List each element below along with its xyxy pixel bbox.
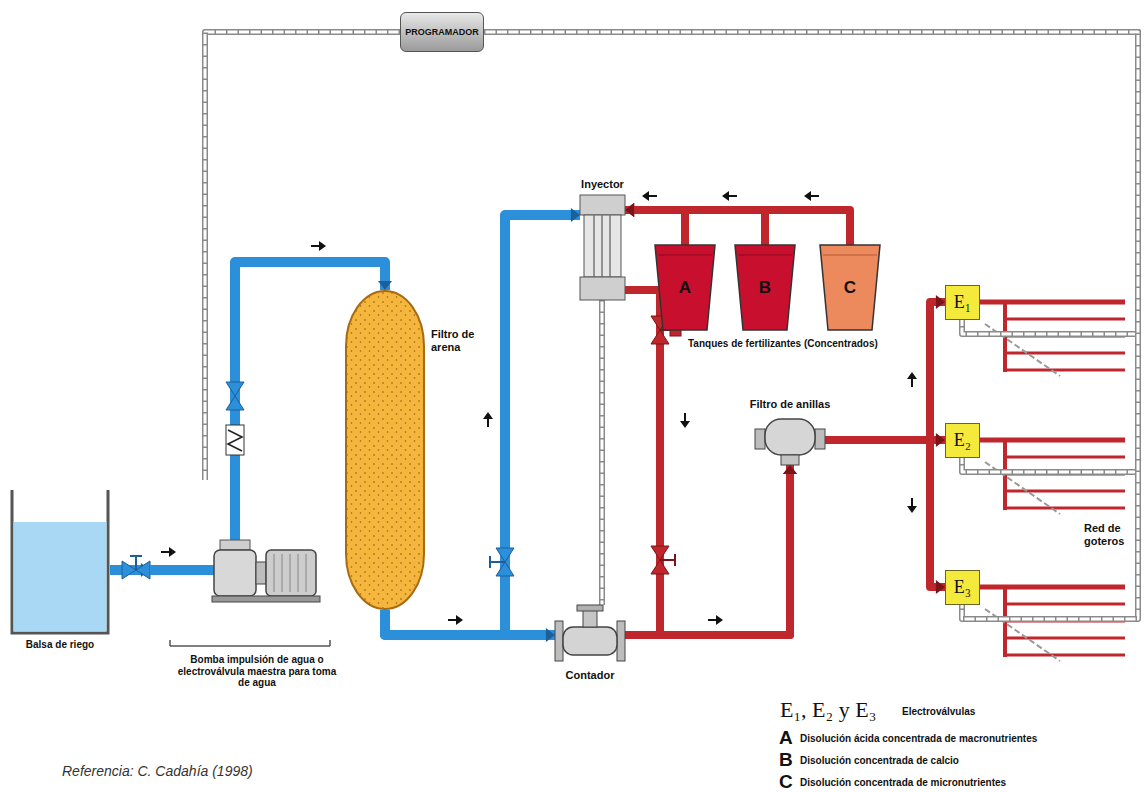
reference-note: Referencia: C. Cadahía (1998) <box>62 763 253 779</box>
network-label: Red de goteros <box>1084 522 1130 547</box>
fertilizer-tank: B <box>735 245 795 330</box>
node-label: C <box>844 278 856 298</box>
control-wire <box>602 300 603 605</box>
node-label: E₂ <box>954 430 971 451</box>
node-label: Inyector <box>581 178 624 191</box>
legend-text: Disolución concentrada de calcio <box>800 755 959 767</box>
gate-valve <box>226 382 244 410</box>
programmer-box: PROGRAMADOR <box>400 12 484 52</box>
node-label: Filtro de anillas <box>750 398 831 411</box>
ring-filter-outline <box>755 415 825 465</box>
control-wire <box>484 32 1138 619</box>
fertilizer-pipe <box>825 440 945 594</box>
node-label: Contador <box>530 669 650 682</box>
water-meter: Contador <box>555 605 625 665</box>
legend-letter: B <box>779 749 793 771</box>
node-label: Balsa de riego <box>5 639 115 651</box>
fertilizer-tank: A <box>655 245 715 330</box>
fertilizer-pipe <box>625 203 850 245</box>
node-label: Bomba impulsión de agua o electroválvula… <box>175 654 340 689</box>
legend-text: Disolución concentrada de micronutriente… <box>800 777 1006 789</box>
water-meter-outline <box>555 605 625 665</box>
solenoid-valve: E₃ <box>945 570 980 605</box>
ring-filter: Filtro de anillas <box>755 415 825 465</box>
fertilizer-pipe <box>625 465 797 635</box>
irrigation-pond: Balsa de riego <box>10 490 110 635</box>
legend-text: Disolución ácida concentrada de macronut… <box>800 733 1037 745</box>
legend-symbols: E₁, E₂ y E₃ <box>780 697 876 722</box>
gate-valve <box>651 546 675 574</box>
check-valve <box>226 425 244 455</box>
node-label: E₁ <box>954 292 971 313</box>
pump-assembly-outline <box>150 480 320 650</box>
sand-filter: Filtro de arena <box>345 290 425 610</box>
flow-arrows <box>161 191 917 625</box>
drip-network <box>975 302 1125 661</box>
sand-filter-outline <box>345 290 425 610</box>
legend-letter: A <box>779 727 793 749</box>
control-wire <box>484 32 1138 472</box>
legend-letter: C <box>779 771 793 792</box>
pump-base-bracket <box>170 640 330 646</box>
control-wire <box>484 32 1138 334</box>
node-label: A <box>679 278 691 298</box>
legend-text: Electroválvulas <box>902 706 975 718</box>
fertilizer-tank: C <box>820 245 880 330</box>
irrigation-pond-outline <box>10 490 110 635</box>
gate-valve <box>490 548 514 576</box>
node-label: B <box>759 278 771 298</box>
injector-outline <box>580 195 625 300</box>
node-label: Filtro de arena <box>431 328 477 353</box>
gate-valve <box>122 556 150 579</box>
injector: Inyector <box>580 195 625 300</box>
pump-assembly: Bomba impulsión de agua o electroválvula… <box>150 480 320 650</box>
solenoid-valve: E₁ <box>945 285 980 320</box>
solenoid-valve: E₂ <box>945 423 980 458</box>
node-label: E₃ <box>954 577 971 598</box>
group-label: Tanques de fertilizantes (Concentrados) <box>688 338 878 350</box>
node-label: PROGRAMADOR <box>405 27 479 37</box>
